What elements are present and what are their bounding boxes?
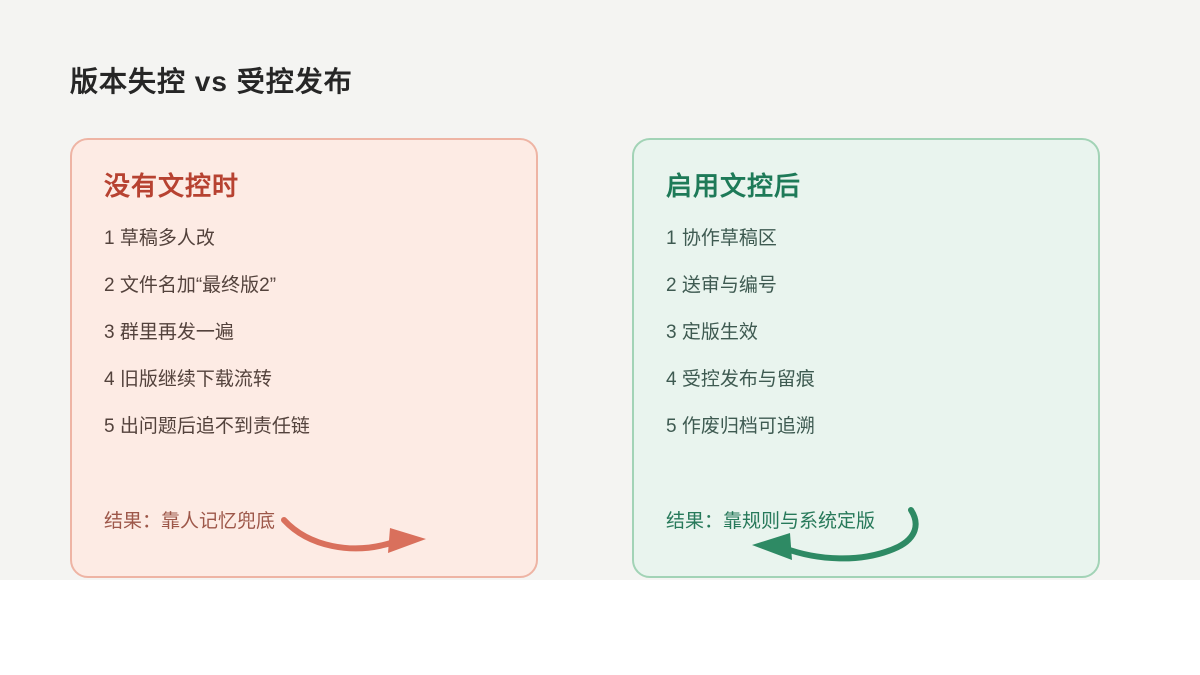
card-left-list: 1 草稿多人改 2 文件名加“最终版2” 3 群里再发一遍 4 旧版继续下载流转… [104, 215, 536, 450]
list-item: 2 文件名加“最终版2” [104, 275, 277, 296]
list-item: 1 协作草稿区 [666, 228, 777, 249]
list-item: 5 出问题后追不到责任链 [104, 416, 310, 437]
list-item: 4 旧版继续下载流转 [104, 369, 272, 390]
list-item: 2 送审与编号 [666, 275, 777, 296]
list-item: 1 草稿多人改 [104, 228, 215, 249]
card-right-result: 结果：靠规则与系统定版 [666, 511, 876, 532]
card-without-doc-control: 没有文控时 1 草稿多人改 2 文件名加“最终版2” 3 群里再发一遍 4 旧版… [70, 138, 538, 578]
list-item: 5 作废归档可追溯 [666, 416, 815, 437]
card-right-list: 1 协作草稿区 2 送审与编号 3 定版生效 4 受控发布与留痕 5 作废归档可… [666, 215, 1098, 450]
page-title: 版本失控 vs 受控发布 [70, 66, 353, 97]
card-left-title: 没有文控时 [104, 171, 240, 201]
list-item: 3 定版生效 [666, 322, 758, 343]
card-left-result: 结果：靠人记忆兜底 [104, 511, 276, 532]
card-right-title: 启用文控后 [666, 171, 802, 201]
list-item: 4 受控发布与留痕 [666, 369, 815, 390]
swoosh-arrow-left-icon [752, 507, 919, 562]
swoosh-arrow-right-icon [281, 517, 426, 553]
list-item: 3 群里再发一遍 [104, 322, 234, 343]
card-with-doc-control: 启用文控后 1 协作草稿区 2 送审与编号 3 定版生效 4 受控发布与留痕 5… [632, 138, 1100, 578]
